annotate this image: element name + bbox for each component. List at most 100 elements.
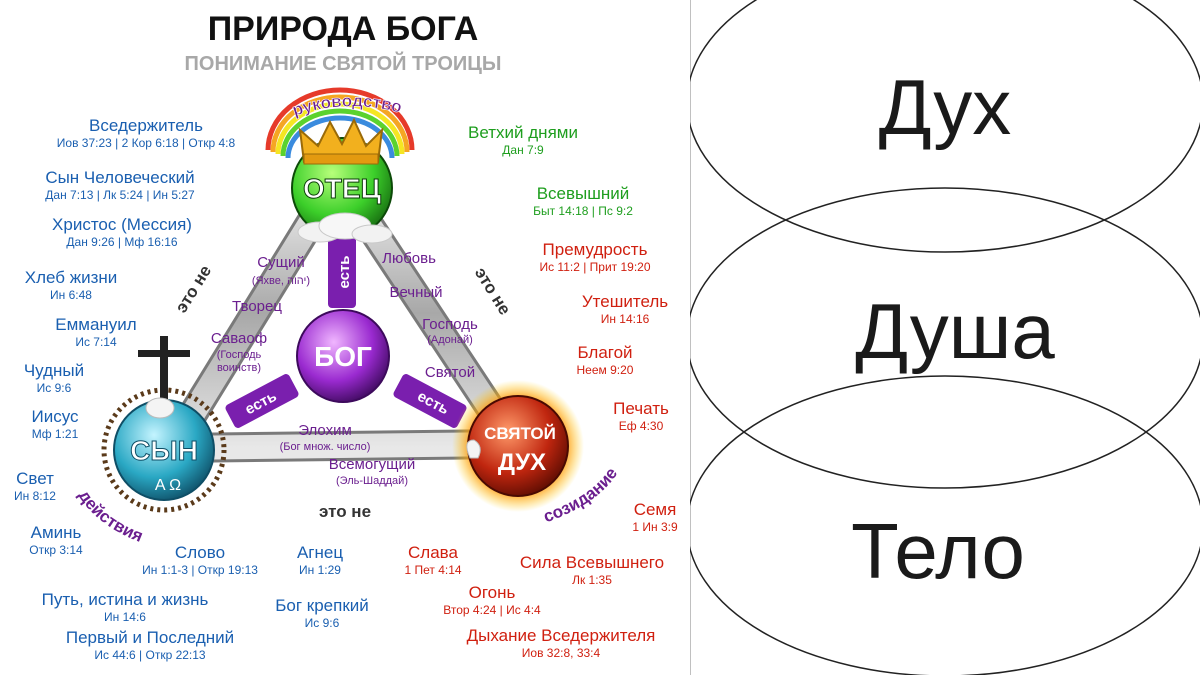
name-elohim: Элохим xyxy=(298,422,352,439)
title-name: Слово xyxy=(175,543,225,562)
trinity-svg: ПРИРОДА БОГА ПОНИМАНИЕ СВЯТОЙ ТРОИЦЫ это… xyxy=(14,10,678,662)
alpha-omega-symbol: A Ω xyxy=(155,477,181,494)
title-ref: 1 Ин 3:9 xyxy=(632,520,678,534)
title-ref: Ин 8:12 xyxy=(14,489,56,503)
title-ref: Мф 1:21 xyxy=(32,427,79,441)
arc-label-left: действия xyxy=(75,486,146,545)
crown-icon xyxy=(298,117,384,165)
title-name: Бог крепкий xyxy=(275,596,369,615)
name-lyubov: Любовь xyxy=(382,250,436,267)
title-ref: Дан 9:26 | Мф 16:16 xyxy=(66,235,177,249)
panel-divider xyxy=(690,0,691,675)
is-not-label-left: это не xyxy=(171,262,215,316)
title-ref: Быт 14:18 | Пс 9:2 xyxy=(533,204,633,218)
title-name: Еммануил xyxy=(55,315,136,334)
trinity-diagram: ПРИРОДА БОГА ПОНИМАНИЕ СВЯТОЙ ТРОИЦЫ это… xyxy=(14,10,678,662)
name-svyatoy: Святой xyxy=(425,364,475,381)
is-not-label-bottom: это не xyxy=(319,502,371,521)
spoke-left xyxy=(225,374,299,428)
title-ref: Втор 4:24 | Ис 4:4 xyxy=(443,603,541,617)
rainbow-icon xyxy=(265,87,415,159)
title-ref: Ин 1:29 xyxy=(299,563,341,577)
center-names: Сущий (Яхве, יהוה) Любовь Вечный Творец … xyxy=(211,250,478,487)
spoke-top xyxy=(328,232,356,308)
title-ref: Еф 4:30 xyxy=(619,419,664,433)
title-name: Чудный xyxy=(24,361,84,380)
ref-gospod: (Адонай) xyxy=(427,334,473,346)
ref-savaof-1: (Господь xyxy=(217,349,262,361)
title-ref: Ин 6:48 xyxy=(50,288,92,302)
cloud-icon xyxy=(297,212,393,244)
circles-svg: Дух Душа Тело xyxy=(686,0,1200,677)
father-label: ОТЕЦ xyxy=(303,173,382,204)
title-ref: Иов 32:8, 33:4 xyxy=(522,646,601,660)
title-name: Печать xyxy=(613,399,669,418)
title-name: Христос (Мессия) xyxy=(52,215,192,234)
title-ref: Ис 9:6 xyxy=(37,381,72,395)
dove-icon xyxy=(466,439,481,459)
title-name: Всевышний xyxy=(537,184,630,203)
circle-label-soul: Душа xyxy=(855,287,1055,375)
title-name: Аминь xyxy=(31,523,82,542)
title-name: Благой xyxy=(577,343,632,362)
title-name: Хлеб жизни xyxy=(25,268,118,287)
spirit-node xyxy=(467,395,569,497)
name-savaof: Саваоф xyxy=(211,330,267,347)
title-name: Утешитель xyxy=(582,292,668,311)
cross-icon xyxy=(138,336,190,410)
title-name: Сын Человеческий xyxy=(45,168,194,187)
page-subtitle: ПОНИМАНИЕ СВЯТОЙ ТРОИЦЫ xyxy=(185,51,502,75)
title-ref: Ис 11:2 | Прит 19:20 xyxy=(539,260,650,274)
title-ref: Неем 9:20 xyxy=(577,363,634,377)
title-ref: Лк 1:35 xyxy=(572,573,612,587)
title-name: Вседержитель xyxy=(89,116,203,135)
title-ref: Ис 44:6 | Откр 22:13 xyxy=(94,648,206,662)
title-name: Дыхание Вседержителя xyxy=(467,626,656,645)
title-ref: Ин 14:6 xyxy=(104,610,146,624)
title-name: Огонь xyxy=(469,583,516,602)
title-name: Премудрость xyxy=(543,240,648,259)
name-gospod: Господь xyxy=(422,316,478,333)
title-ref: Ин 1:1-3 | Откр 19:13 xyxy=(142,563,258,577)
god-node xyxy=(296,309,390,403)
name-sushchiy: Сущий xyxy=(257,254,304,271)
spirit-soul-body-diagram: Дух Душа Тело xyxy=(686,0,1200,677)
title-name: Сила Всевышнего xyxy=(520,553,664,572)
is-label-top: есть xyxy=(336,255,353,288)
lamb-icon xyxy=(145,397,175,419)
title-name: Путь, истина и жизнь xyxy=(42,590,209,609)
son-label: СЫН xyxy=(130,435,198,466)
god-label: БОГ xyxy=(314,341,372,372)
title-ref: Ис 7:14 xyxy=(75,335,117,349)
ref-vsemoguschiy: (Эль-Шаддай) xyxy=(336,475,408,487)
title-name: Агнец xyxy=(297,543,343,562)
spirit-label-line1: СВЯТОЙ xyxy=(484,424,556,443)
ref-elohim: (Бог множ. число) xyxy=(280,441,371,453)
name-vechny: Вечный xyxy=(389,284,442,301)
circle-label-spirit: Дух xyxy=(879,63,1012,151)
title-name: Слава xyxy=(408,543,458,562)
title-ref: Иов 37:23 | 2 Кор 6:18 | Откр 4:8 xyxy=(57,136,236,150)
ref-savaof-2: воинств) xyxy=(217,362,261,374)
is-not-label-right: это не xyxy=(471,264,515,318)
title-name: Семя xyxy=(634,500,677,519)
title-ref: Ин 14:16 xyxy=(601,312,650,326)
spirit-label-line2: ДУХ xyxy=(498,449,546,476)
title-name: Иисус xyxy=(31,407,79,426)
title-ref: Дан 7:9 xyxy=(502,143,544,157)
title-name: Первый и Последний xyxy=(66,628,234,647)
circle-label-body: Тело xyxy=(851,507,1025,595)
spoke-right xyxy=(393,374,467,428)
title-ref: Откр 3:14 xyxy=(29,543,83,557)
name-tvorets: Творец xyxy=(232,298,282,315)
title-name: Свет xyxy=(16,469,54,488)
ref-sushchiy: (Яхве, יהוה) xyxy=(252,275,310,287)
page-title: ПРИРОДА БОГА xyxy=(208,10,479,48)
name-vsemoguschiy: Всемогущий xyxy=(329,456,416,473)
title-ref: 1 Пет 4:14 xyxy=(404,563,461,577)
triangle-ring-inner xyxy=(160,166,526,460)
title-name: Ветхий днями xyxy=(468,123,578,142)
